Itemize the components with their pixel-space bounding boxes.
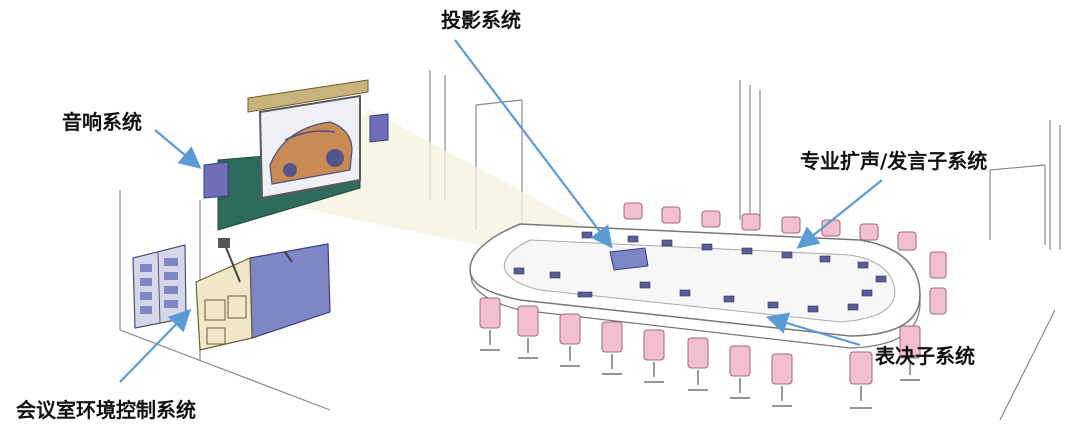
- projection-system-label: 投影系统: [441, 8, 521, 32]
- callout-arrows: [119, 39, 883, 383]
- front-row-chairs: [479, 297, 921, 409]
- projection-arrow: [454, 39, 613, 249]
- screen-image: [269, 121, 353, 185]
- control-desk: [195, 238, 331, 351]
- pa-speech-arrow: [796, 179, 883, 249]
- screen-housing: [247, 79, 369, 113]
- audio-system-label: 音响系统: [62, 110, 142, 134]
- conference-table: [469, 223, 921, 349]
- back-row-chairs: [623, 202, 947, 315]
- voting-subsystem-label: 表决子系统: [875, 344, 975, 368]
- right-speaker: [369, 113, 389, 143]
- projector-unit: [609, 247, 649, 271]
- equipment-rack: [132, 244, 187, 329]
- audio-arrow: [154, 129, 202, 169]
- voting-arrow: [765, 312, 861, 347]
- left-speaker: [203, 161, 229, 199]
- env-control-arrow: [119, 308, 192, 383]
- env-control-system-label: 会议室环境控制系统: [16, 398, 196, 422]
- pa-speech-subsystem-label: 专业扩声/发言子系统: [800, 149, 988, 173]
- microphone-units: [513, 231, 887, 313]
- room-walls: [119, 70, 1061, 421]
